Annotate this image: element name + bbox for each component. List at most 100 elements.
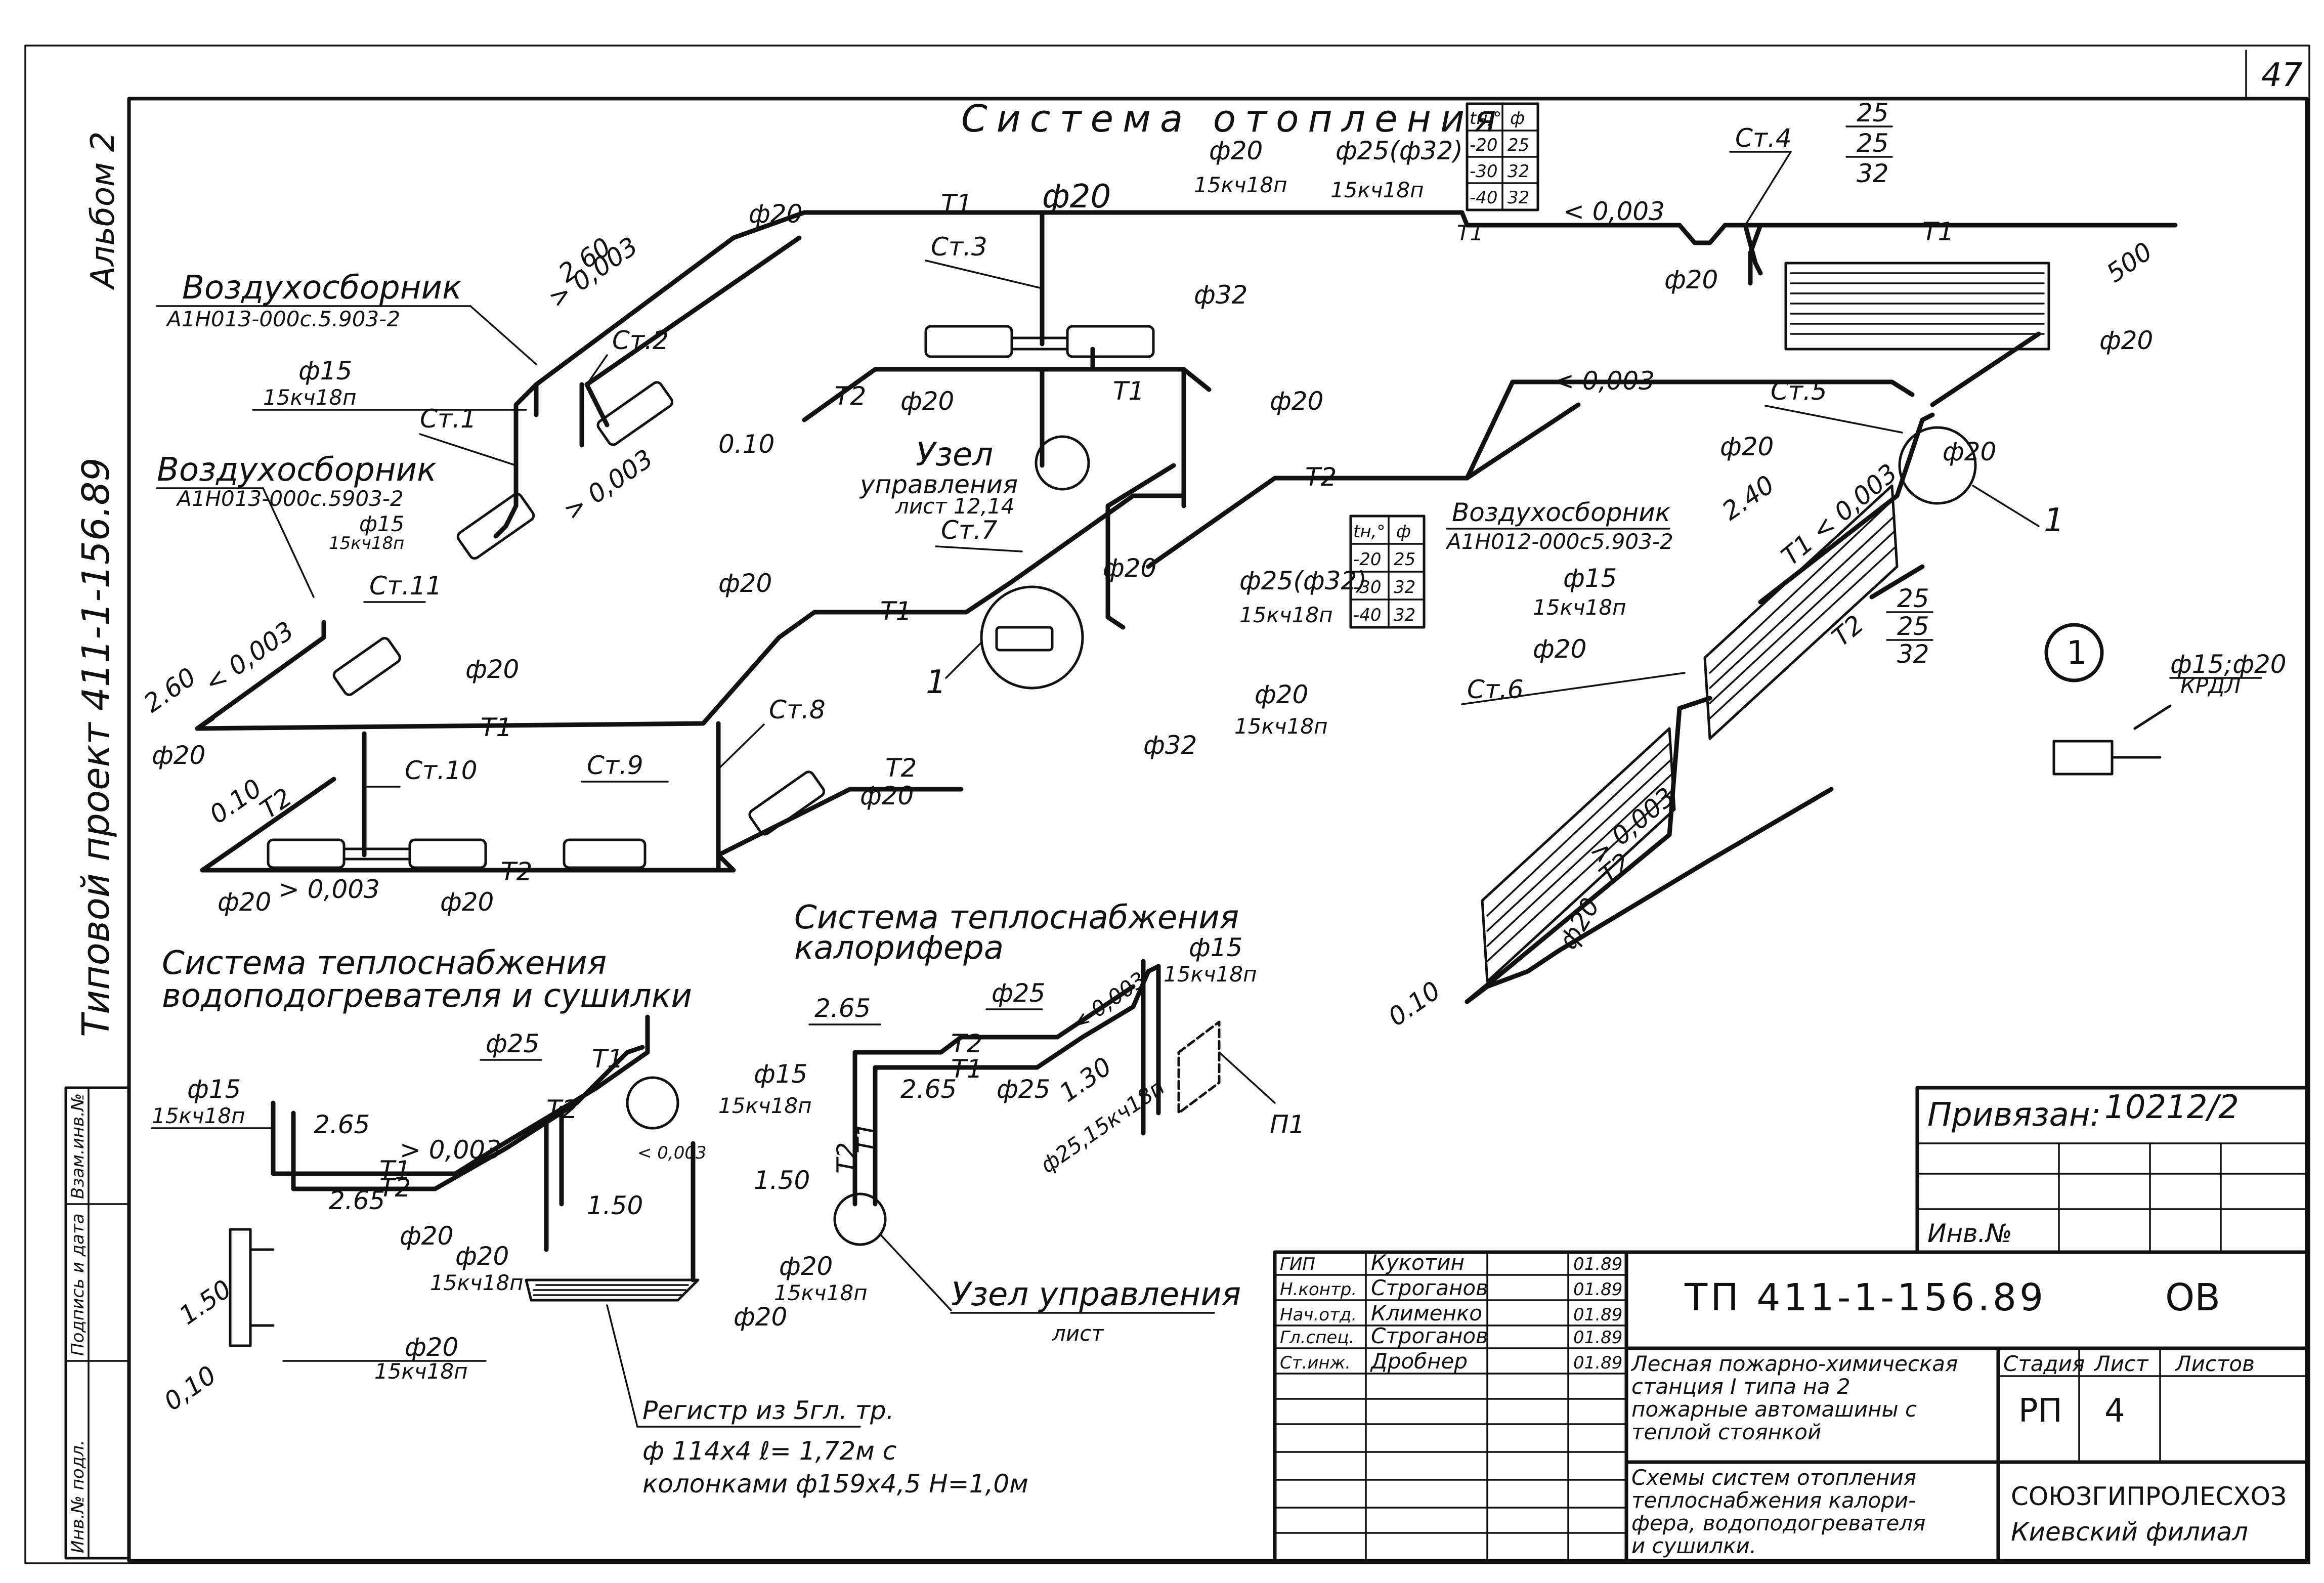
- svg-text:ф25(ф32): ф25(ф32): [1336, 136, 1463, 165]
- register-label-3: колонками ф159х4,5 Н=1,0м: [642, 1469, 1028, 1499]
- radiator-st10a: [267, 838, 346, 869]
- heater-supply: Система теплоснабжения калорифера П1 2.6…: [794, 899, 1305, 1346]
- svg-text:32: 32: [1857, 159, 1889, 188]
- radiator-st2: [596, 381, 674, 446]
- svg-text:ф20: ф20: [1720, 432, 1774, 461]
- svg-text:Т1: Т1: [880, 596, 912, 626]
- air-collector-3: Воздухосборник: [1452, 498, 1670, 527]
- heater-p1: [1177, 1020, 1221, 1115]
- svg-text:15кч18п: 15кч18п: [152, 1103, 245, 1128]
- svg-text:ф20: ф20: [779, 1252, 833, 1281]
- org-branch: Киевский филиал: [2011, 1517, 2248, 1547]
- svg-text:Т2: Т2: [885, 753, 917, 783]
- svg-text:ф20: ф20: [465, 655, 519, 684]
- dryer-supply: Система теплоснабжения водоподогревателя…: [151, 945, 1028, 1499]
- svg-text:ф20: ф20: [1270, 387, 1323, 416]
- svg-text:4: 4: [2104, 1392, 2125, 1430]
- heater-valve-note: ф25,15кч18п: [1036, 1074, 1169, 1178]
- temp-table-top: tн,° ф -20 25 -30 32 -40 32: [1466, 102, 1539, 211]
- svg-text:Т1: Т1: [379, 1156, 411, 1185]
- node-label-2: управления: [859, 470, 1018, 499]
- radiator-st9: [563, 838, 647, 869]
- svg-text:0,10: 0,10: [159, 1360, 222, 1416]
- riser-st11: Ст.11: [369, 571, 442, 601]
- svg-text:ф20: ф20: [152, 741, 205, 770]
- svg-text:ф15: ф15: [359, 511, 404, 536]
- margin-stamp: Инв.№ подл. Подпись и дата Взам.инв.№: [64, 1086, 131, 1560]
- riser-st5: Ст.5: [1771, 376, 1827, 406]
- title-block: 10212/2 Привязан: Инв.№ ГИП Кукотин 01.8…: [1273, 1086, 2309, 1563]
- diam-stack-top: 25 25 32: [1845, 98, 1893, 188]
- svg-text:ф: ф: [1396, 522, 1411, 542]
- sheet-number: 47: [2261, 57, 2303, 94]
- svg-text:15кч18п: 15кч18п: [329, 533, 404, 553]
- riser-st7: Ст.7: [941, 516, 998, 545]
- svg-text:Дробнер: Дробнер: [1370, 1349, 1468, 1374]
- svg-text:15кч18п: 15кч18п: [430, 1270, 524, 1295]
- register-label: Регистр из 5гл. тр.: [642, 1396, 894, 1425]
- svg-text:tн,°: tн,°: [1470, 108, 1501, 129]
- svg-text:ф20: ф20: [1042, 178, 1111, 216]
- svg-text:Кукотин: Кукотин: [1371, 1250, 1465, 1275]
- krdl-detail: ф15;ф20 КРДЛ: [2052, 650, 2287, 776]
- svg-text:> 0,003: > 0,003: [278, 875, 380, 904]
- svg-text:Т2: Т2: [255, 783, 297, 825]
- svg-text:ф20: ф20: [1943, 437, 1996, 466]
- svg-text:2.60: 2.60: [139, 662, 201, 718]
- svg-text:500: 500: [2101, 237, 2158, 288]
- svg-text:ф20: ф20: [400, 1221, 453, 1251]
- radiator-st3: [924, 325, 1013, 358]
- svg-text:ф25: ф25: [997, 1075, 1050, 1104]
- svg-text:01.89: 01.89: [1573, 1305, 1622, 1325]
- svg-text:> 0,003: > 0,003: [400, 1135, 501, 1165]
- svg-text:32: 32: [1508, 161, 1529, 182]
- svg-text:-30: -30: [1353, 577, 1382, 597]
- svg-text:Листов: Листов: [2174, 1351, 2255, 1376]
- svg-text:01.89: 01.89: [1573, 1254, 1622, 1274]
- detail-1-number: 1: [2067, 634, 2087, 672]
- heating-labels: Воздухосборник А1Н013-000с.5.903-2 Возду…: [139, 123, 2158, 1032]
- svg-text:Стадия: Стадия: [2003, 1351, 2085, 1376]
- air-collector-1: Воздухосборник: [182, 269, 462, 307]
- svg-text:Клименко: Клименко: [1371, 1301, 1482, 1325]
- svg-text:Лесная пожарно-химическая: Лесная пожарно-химическая: [1630, 1351, 1958, 1376]
- svg-text:ф15: ф15: [754, 1059, 807, 1089]
- heater-st4: [1784, 262, 2050, 351]
- svg-text:Гл.спец.: Гл.спец.: [1280, 1328, 1354, 1348]
- svg-text:ф20: ф20: [1664, 265, 1718, 294]
- svg-text:ф: ф: [1510, 108, 1525, 129]
- detail-1-circle: [2044, 623, 2104, 682]
- node-label: Узел: [916, 436, 993, 474]
- org-name: СОЮЗГИПРОЛЕСХОЗ: [2011, 1482, 2287, 1511]
- svg-text:15кч18п: 15кч18п: [263, 385, 357, 410]
- heater-supply-title-2: калорифера: [794, 929, 1004, 967]
- svg-text:1: 1: [2044, 502, 2064, 539]
- svg-text:Т1: Т1: [592, 1044, 623, 1074]
- svg-text:Н.контр.: Н.контр.: [1280, 1279, 1357, 1300]
- svg-text:25: 25: [1394, 549, 1415, 570]
- svg-text:ф20: ф20: [2099, 326, 2153, 355]
- svg-text:15кч18п: 15кч18п: [1234, 714, 1328, 739]
- svg-text:ф15: ф15: [187, 1075, 241, 1104]
- svg-text:Ст.инж.: Ст.инж.: [1280, 1353, 1351, 1373]
- outer-frame: [24, 45, 2310, 1564]
- svg-text:-40: -40: [1353, 605, 1382, 625]
- svg-text:Схемы систем отопления: Схемы систем отопления: [1631, 1465, 1916, 1490]
- svg-text:Т2: Т2: [379, 1173, 411, 1203]
- svg-text:32: 32: [1897, 639, 1929, 669]
- svg-text:ф20: ф20: [734, 1302, 787, 1332]
- svg-text:ф15: ф15: [298, 356, 352, 386]
- heater-p1-label: П1: [1270, 1110, 1305, 1139]
- register-label-2: ф 114х4 ℓ= 1,72м с: [642, 1436, 896, 1466]
- dryer-title-2: водоподогревателя и сушилки: [162, 977, 692, 1015]
- riser-st4: Ст.4: [1735, 123, 1792, 153]
- svg-text:01.89: 01.89: [1573, 1328, 1622, 1348]
- svg-text:2.65: 2.65: [900, 1075, 957, 1104]
- svg-text:25: 25: [1897, 612, 1929, 641]
- svg-text:ф32: ф32: [1143, 731, 1197, 760]
- svg-text:Т1: Т1: [852, 1122, 881, 1153]
- svg-text:Т2: Т2: [951, 1029, 982, 1058]
- svg-text:0.10: 0.10: [204, 773, 267, 829]
- svg-text:Т1: Т1: [951, 1054, 982, 1084]
- riser-st9: Ст.9: [587, 751, 643, 780]
